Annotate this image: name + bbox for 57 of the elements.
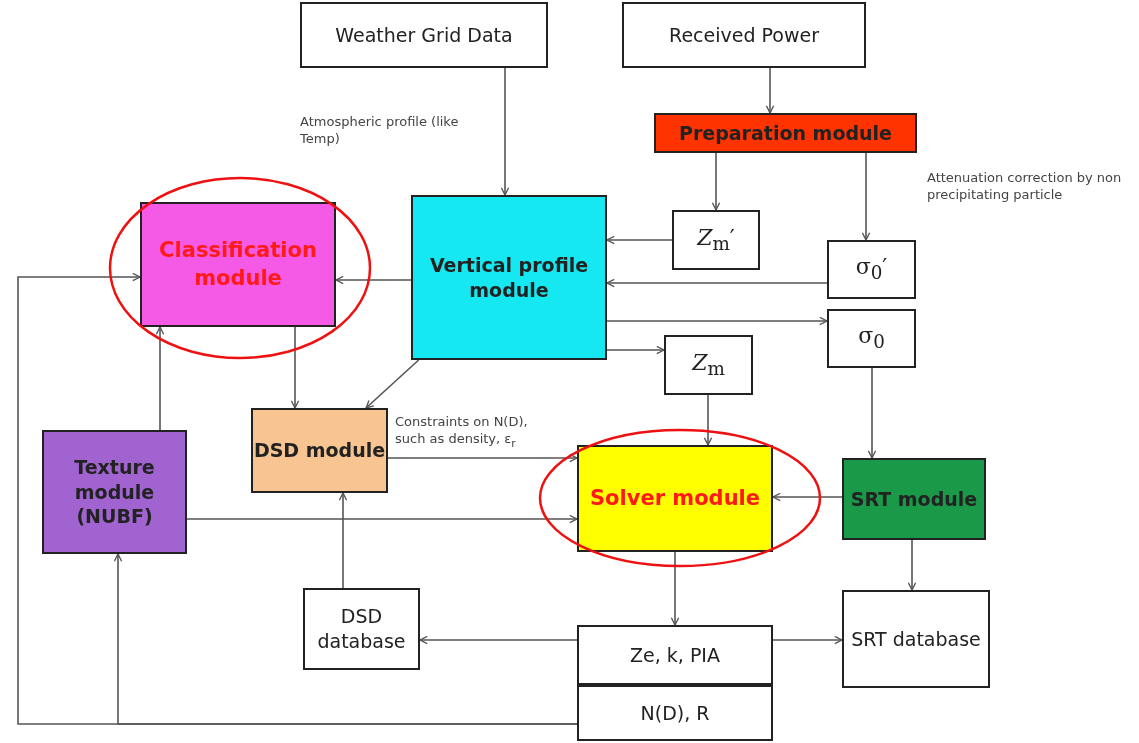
box-label: Preparation module <box>679 120 892 146</box>
arrow <box>186 514 578 524</box>
box-label: SRT module <box>850 486 978 512</box>
math-symbol: σ$_{0}$′ <box>855 253 888 286</box>
math-symbol: σ$_{0}$ <box>858 322 885 355</box>
arrow <box>290 326 300 409</box>
box-label: Weather Grid Data <box>335 22 513 48</box>
box-label: Vertical profile module <box>428 252 590 303</box>
arrow <box>335 275 412 285</box>
variable-box <box>827 240 916 299</box>
arrow <box>338 492 348 589</box>
process-box <box>622 2 866 68</box>
arrow <box>500 67 510 196</box>
arrow <box>772 635 843 645</box>
arrow <box>711 152 721 211</box>
module-box <box>842 458 986 540</box>
arrow <box>113 553 578 725</box>
box-label: Classification module <box>158 237 318 292</box>
box-label: Texture module (NUBF) <box>73 454 156 530</box>
box-label: Ze, k, PIA <box>630 642 720 668</box>
arrow <box>907 539 917 591</box>
arrow <box>606 278 828 288</box>
arrow <box>772 492 843 502</box>
process-box <box>577 625 773 685</box>
highlighted-module-box <box>577 445 773 552</box>
math-symbol: Z$_{m}$′ <box>697 223 735 257</box>
highlighted-module-box <box>140 202 336 327</box>
arrow <box>861 152 871 241</box>
arrow <box>670 551 680 626</box>
process-box <box>577 685 773 741</box>
math-symbol: Z$_{m}$ <box>692 348 725 382</box>
box-label: DSD database <box>316 604 407 654</box>
arrow <box>155 326 165 431</box>
process-box <box>842 590 990 688</box>
box-label: DSD module <box>253 438 386 463</box>
box-label: Received Power <box>669 22 819 48</box>
arrow <box>606 235 673 245</box>
arrow <box>765 67 775 114</box>
arrow <box>703 394 713 446</box>
process-box <box>300 2 548 68</box>
arrow <box>365 359 420 409</box>
variable-box <box>664 335 753 395</box>
process-box <box>303 588 420 670</box>
arrow <box>606 316 828 326</box>
variable-box <box>827 309 916 368</box>
box-label: Solver module <box>589 484 761 512</box>
box-label: SRT database <box>851 626 981 652</box>
arrow <box>867 367 877 459</box>
box-label: N(D), R <box>640 700 710 726</box>
arrow <box>387 453 578 463</box>
arrow <box>606 345 665 355</box>
module-box <box>251 408 388 493</box>
arrow <box>419 635 578 645</box>
module-box <box>654 113 917 153</box>
module-box <box>42 430 187 554</box>
variable-box <box>672 210 760 270</box>
module-box <box>411 195 607 360</box>
